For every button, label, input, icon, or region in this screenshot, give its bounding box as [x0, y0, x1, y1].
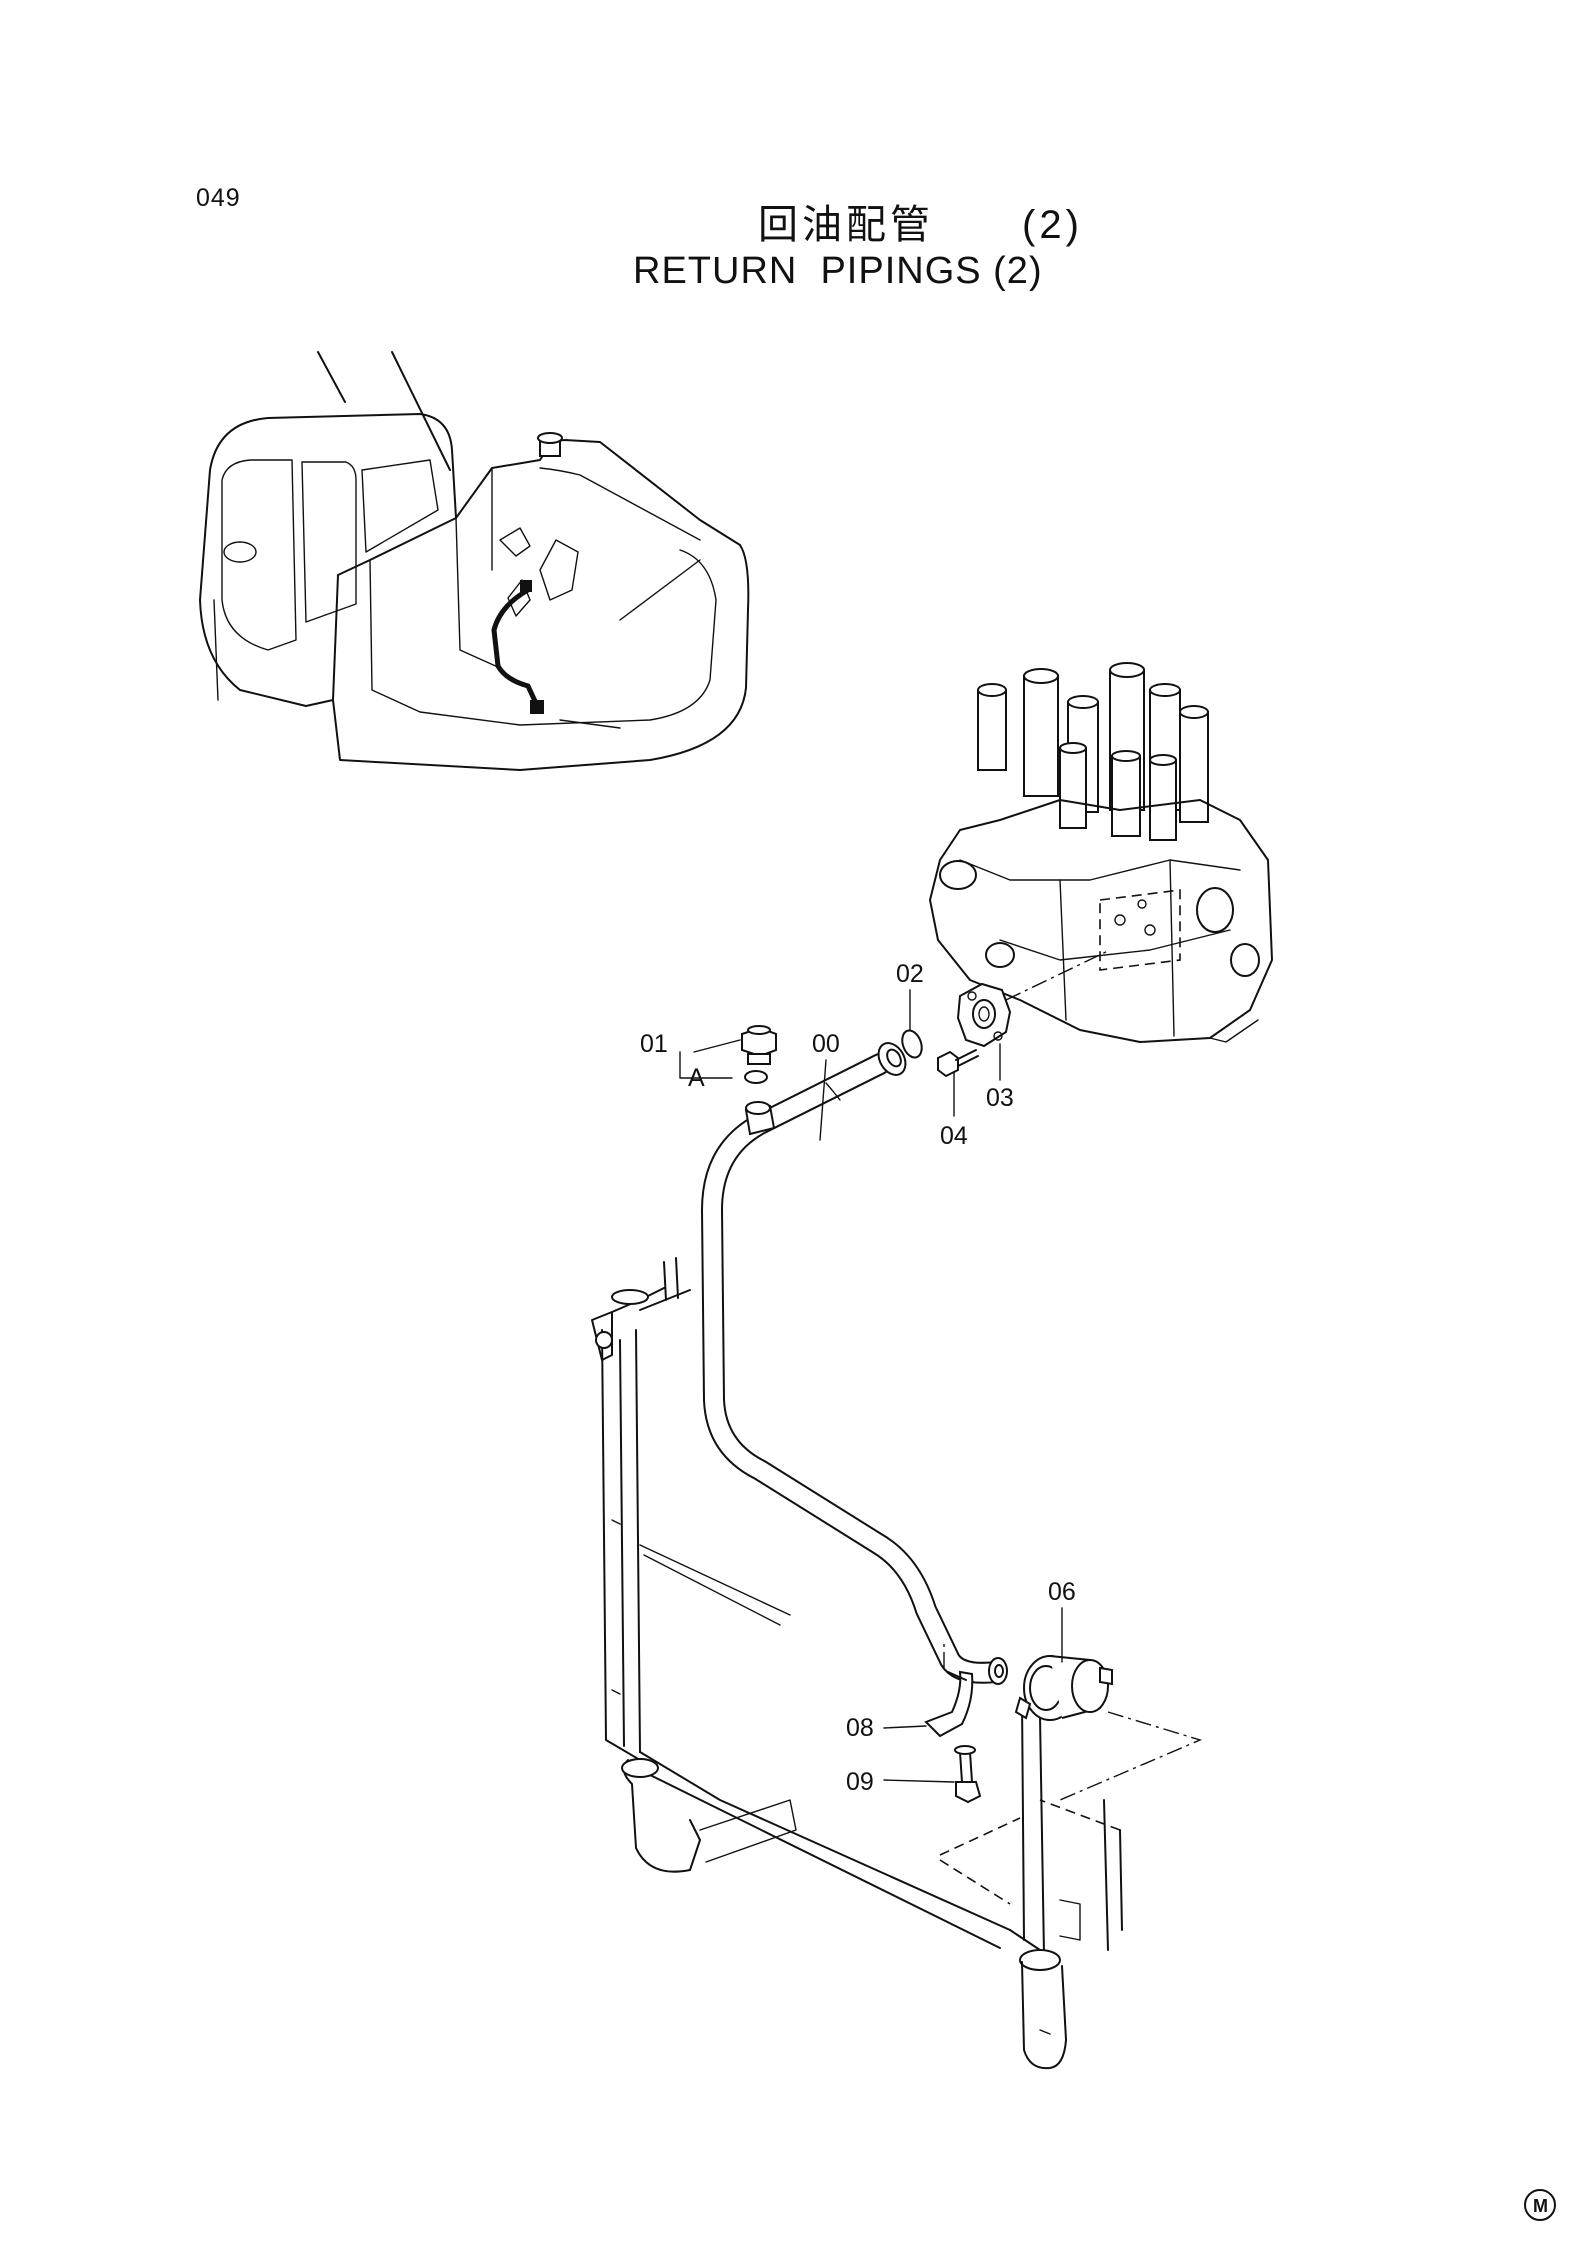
flange-alignment-line: [1005, 949, 1111, 1001]
clamp-alignment-line: [1059, 1711, 1203, 1801]
bolt-part-09: [954, 1745, 982, 1804]
corner-mark-label: M: [1533, 2196, 1548, 2216]
callout-leaders: [679, 989, 1063, 1783]
oil-cooler-frame-illustration: [591, 1257, 1123, 2070]
callout-02: 02: [896, 960, 924, 988]
bracket-part-08: [924, 1640, 974, 1738]
callout-09: 09: [846, 1768, 874, 1796]
corner-m-mark: M: [1524, 2189, 1556, 2221]
plug-part-01: [741, 1025, 777, 1065]
return-pipe-part-00: [701, 1042, 1008, 1685]
callout-01: 01: [640, 1030, 668, 1058]
o-ring-part-02: [901, 1029, 923, 1059]
bolt-part-04: [937, 1049, 979, 1078]
callout-08: 08: [846, 1714, 874, 1742]
excavator-overview-illustration: [199, 351, 750, 771]
callout-a: A: [688, 1064, 705, 1092]
title-english: RETURN PIPINGS (2): [633, 250, 1043, 292]
control-valve-illustration: [929, 662, 1273, 1043]
hose-clamp-part-06: [1014, 1655, 1113, 1721]
callout-04: 04: [940, 1122, 968, 1150]
callout-03: 03: [986, 1084, 1014, 1112]
o-ring-a: [744, 1070, 768, 1084]
flange-part-03: [956, 982, 1012, 1048]
callout-00: 00: [812, 1030, 840, 1058]
title-chinese: 回油配管 (2): [758, 203, 1083, 247]
callout-labels: 00 01 A 02 03 04 06 08 09: [640, 960, 1076, 1796]
page-code: 049: [196, 184, 241, 212]
callout-06: 06: [1048, 1578, 1076, 1606]
